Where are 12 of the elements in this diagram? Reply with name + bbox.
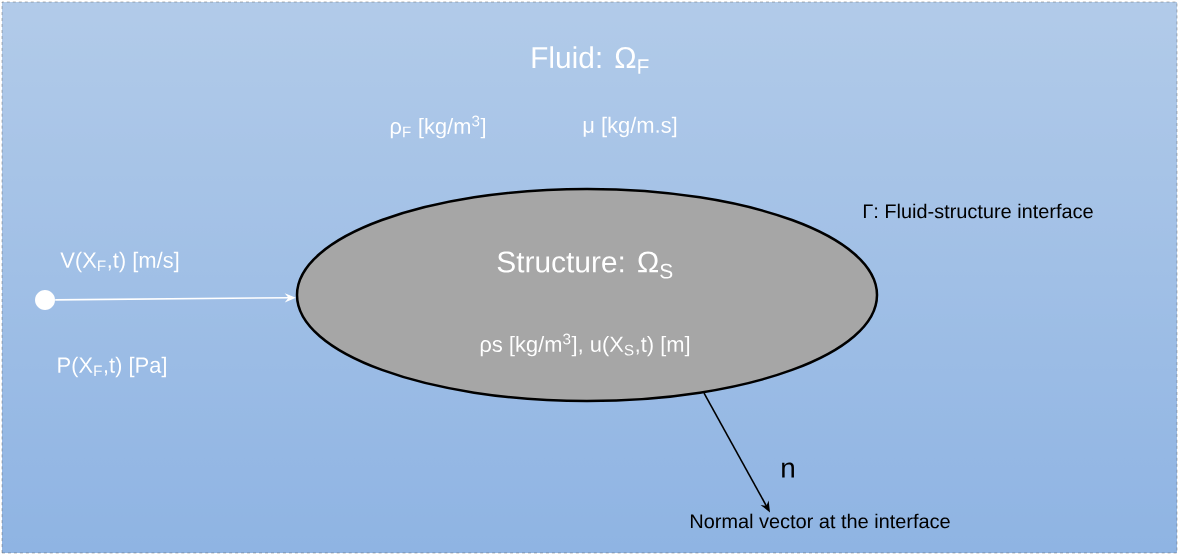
heading: Fluid: Ω$_{F}$: [532, 46, 649, 74]
dot: [35, 290, 55, 310]
variable-text: P(X$_{F}$,t) [Pa]: [58, 356, 166, 378]
property-text: ρs [kg/m$^{3}$], u(X$_{S}$,t) [m]: [480, 333, 690, 357]
variable-text: V(X$_{F}$,t) [m/s]: [60, 251, 179, 273]
interface-label: Γ: Fluid-structure interface: [863, 203, 1093, 219]
caption-text: Normal vector at the interface: [690, 513, 950, 529]
property-text: ρ$_{F}$ [kg/m$^{3}$]: [390, 115, 485, 139]
structure-ellipse: [295, 187, 879, 403]
heading: Structure: Ω$_{S}$: [497, 251, 673, 279]
property-text: μ [kg/m.s]: [583, 116, 677, 138]
edge-label: n: [782, 462, 794, 478]
